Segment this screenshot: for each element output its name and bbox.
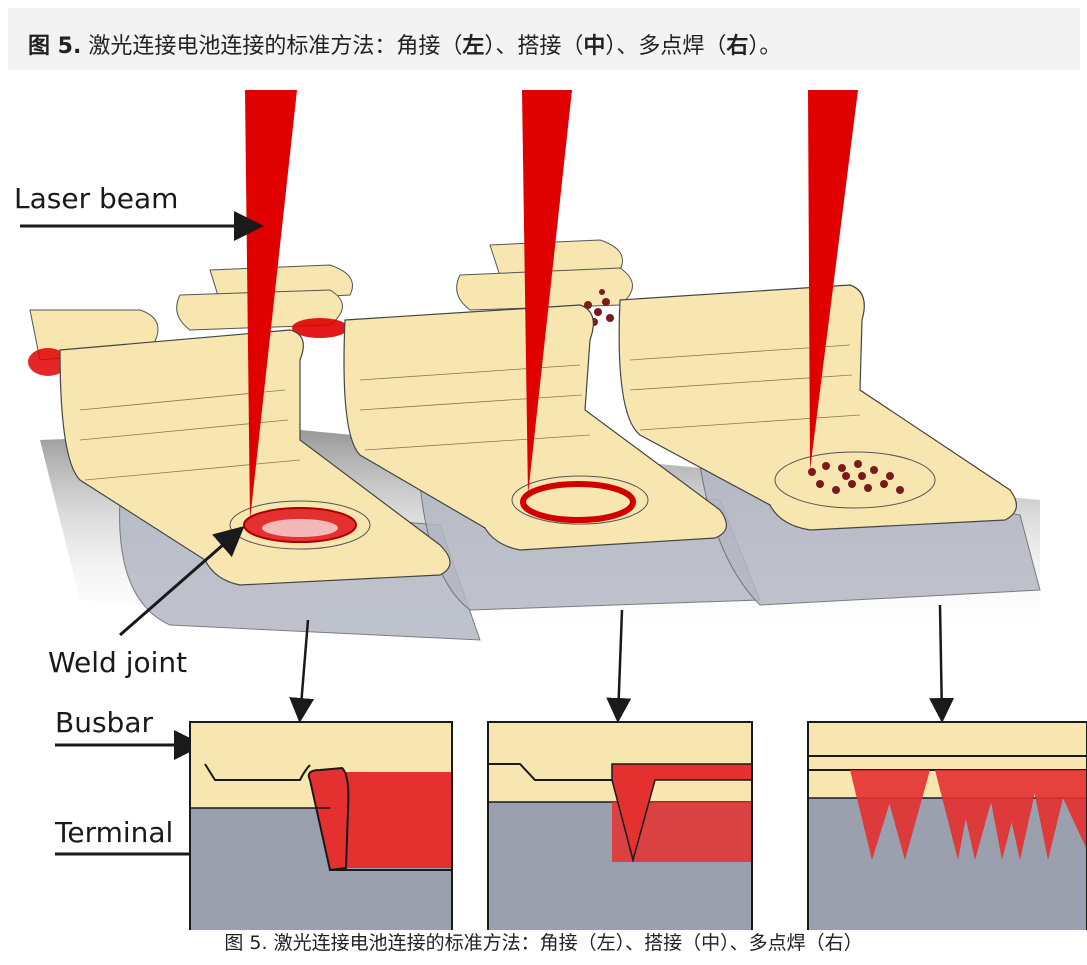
- label-terminal: Terminal: [54, 816, 173, 849]
- title-part-3: ）、多点焊（: [605, 34, 727, 59]
- cross-section-fillet: [189, 721, 453, 935]
- header-bar: 图 5. 激光连接电池连接的标准方法：角接（左）、搭接（中）、多点焊（右）。: [8, 8, 1080, 70]
- title-part-2: ）、搭接（: [484, 34, 584, 59]
- label-weld-joint: Weld joint: [48, 646, 187, 679]
- figure-label: 图 5.: [28, 34, 82, 59]
- section-arrows: [289, 604, 955, 723]
- title-part-1: 激光连接电池连接的标准方法：角接（: [81, 34, 463, 59]
- cross-section-multi-spot: [807, 721, 1087, 935]
- title-right: 右: [726, 34, 749, 59]
- diagram-svg: Laser beam Weld joint Busbar Terminal: [14, 90, 1087, 935]
- laser-beam-left: [245, 90, 297, 520]
- label-laser-beam: Laser beam: [14, 182, 178, 215]
- label-arrows: [20, 211, 264, 869]
- background-busbars: [28, 239, 633, 376]
- title-middle: 中: [583, 34, 606, 59]
- label-busbar: Busbar: [55, 706, 153, 739]
- laser-beams: [245, 90, 858, 520]
- title-left: 左: [462, 34, 485, 59]
- weld-spots: [808, 460, 904, 494]
- figure-caption: 图 5. 激光连接电池连接的标准方法：角接（左）、搭接（中）、多点焊（右）: [224, 932, 863, 954]
- figure-title: 图 5. 激光连接电池连接的标准方法：角接（左）、搭接（中）、多点焊（右）。: [28, 28, 781, 60]
- title-part-4: ）。: [748, 34, 782, 59]
- laser-welding-diagram: Laser beam Weld joint Busbar Terminal: [0, 80, 1087, 935]
- cross-section-lap: [487, 721, 753, 935]
- laser-beam-right: [808, 90, 858, 470]
- laser-beam-middle: [522, 90, 572, 495]
